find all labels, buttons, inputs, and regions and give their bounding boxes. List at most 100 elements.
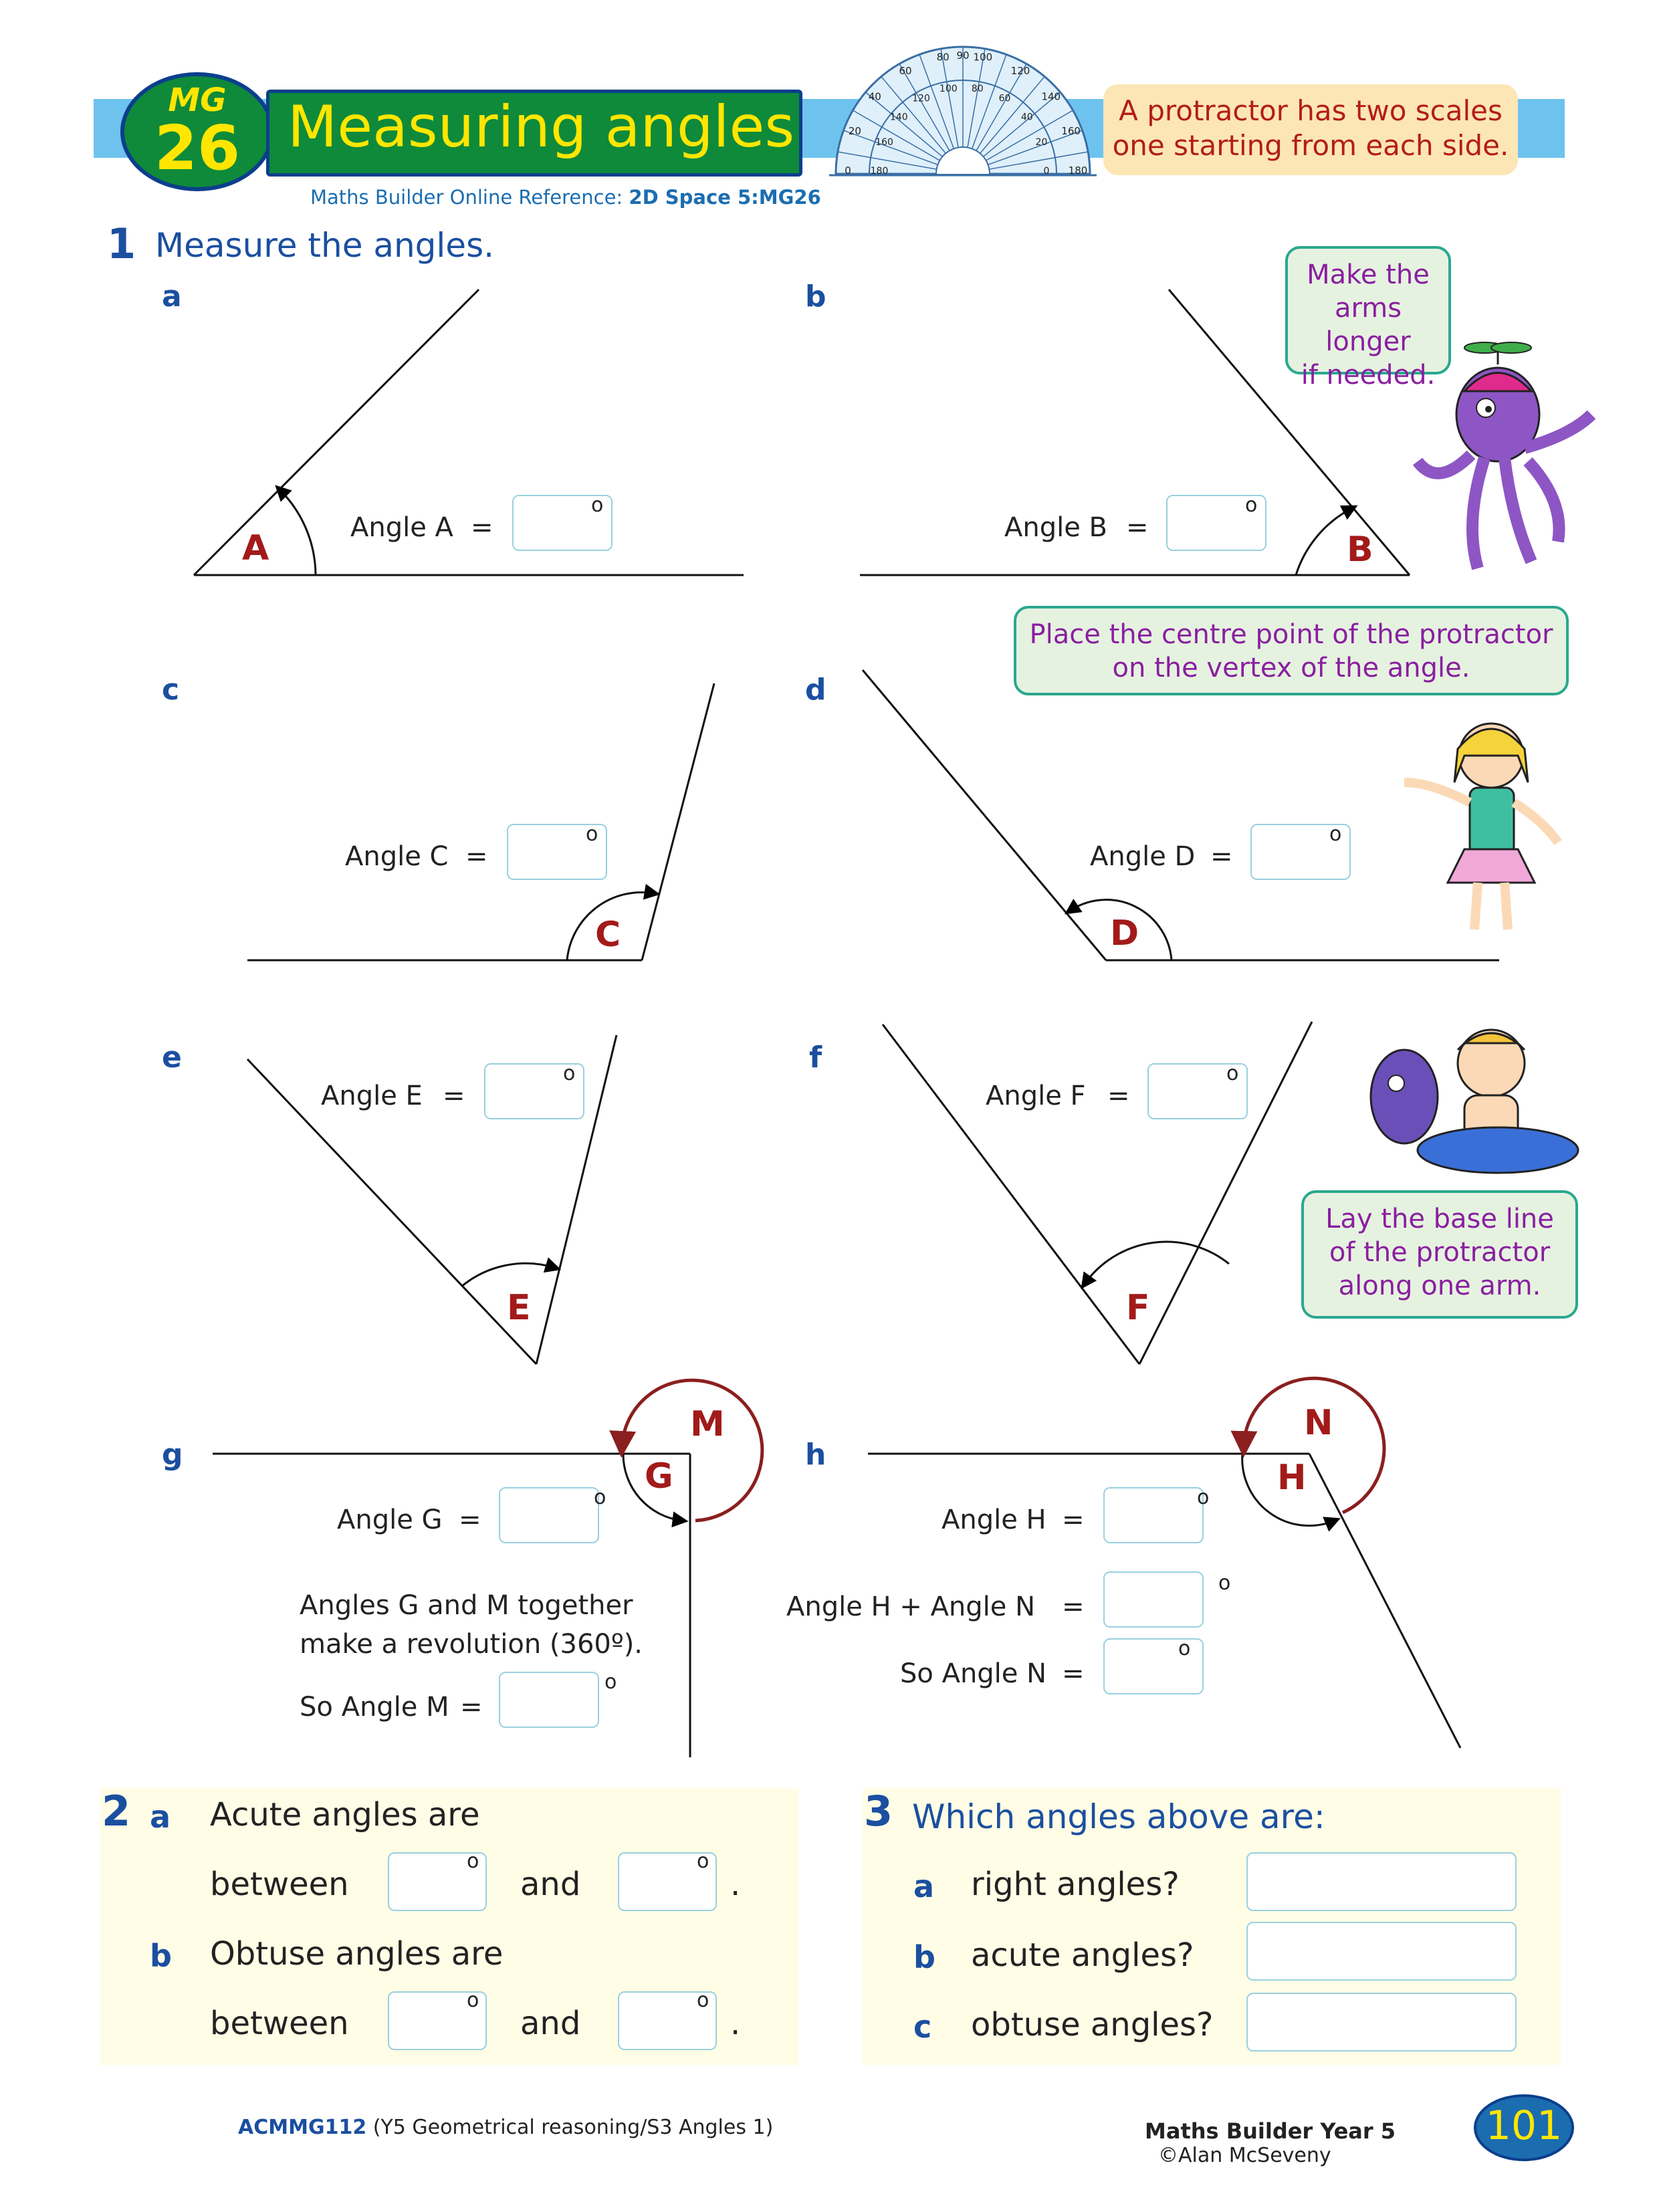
q2a-and: and xyxy=(520,1866,581,1903)
angle-e-answer-box[interactable] xyxy=(484,1063,584,1119)
copyright: ©Alan McSeveny xyxy=(1158,2144,1331,2167)
part-a-label: a xyxy=(162,280,182,314)
q3-number: 3 xyxy=(864,1787,893,1836)
q2b-lower-answer-box[interactable] xyxy=(388,1991,487,2050)
protractor-ray xyxy=(983,92,1061,157)
part-b-label: b xyxy=(805,280,826,314)
q2a-upper-degree: o xyxy=(697,1850,709,1873)
protractor-ray xyxy=(967,48,986,148)
q2a-between: between xyxy=(210,1866,349,1903)
angle-n-degree: o xyxy=(1178,1637,1191,1660)
tip-girl: Place the centre point of the protractor… xyxy=(1014,606,1569,695)
q2-number: 2 xyxy=(102,1787,131,1836)
angle-b-eq: = xyxy=(1126,512,1149,543)
angle-h-degree: o xyxy=(1197,1486,1210,1509)
q3b-label: b xyxy=(913,1939,935,1975)
angle-d-arms xyxy=(861,669,1499,962)
angle-m-letter: M xyxy=(690,1404,725,1444)
q3a-answer-box[interactable] xyxy=(1246,1852,1517,1911)
protractor-ray xyxy=(865,92,943,157)
q2b-upper-degree: o xyxy=(697,1989,709,2012)
angle-m-eq: = xyxy=(460,1692,483,1723)
badge-number: 26 xyxy=(154,112,241,184)
tip-boy: Lay the base line of the protractor alon… xyxy=(1301,1190,1578,1319)
angle-a-answer-box[interactable] xyxy=(512,495,613,551)
part-h-label: h xyxy=(805,1438,826,1472)
q2a-lower-answer-box[interactable] xyxy=(388,1852,487,1911)
angle-g-degree: o xyxy=(594,1486,606,1509)
curriculum-code: ACMMG112 xyxy=(238,2116,367,2139)
q2b-and: and xyxy=(520,2005,581,2042)
angle-b-letter: B xyxy=(1347,530,1373,570)
angle-m-reflex-arc xyxy=(609,1378,764,1523)
tip-girl-line1: Place the centre point of the protractor xyxy=(1029,619,1553,650)
protractor-outer-label: 180 xyxy=(1069,164,1088,177)
angle-a-arms xyxy=(193,288,744,576)
angle-d-letter: D xyxy=(1110,913,1139,954)
protractor-ray xyxy=(980,76,1045,154)
curriculum-reference: ACMMG112 (Y5 Geometrical reasoning/S3 An… xyxy=(238,2116,773,2139)
angle-f-degree: o xyxy=(1226,1062,1239,1085)
part-d-label: d xyxy=(805,673,826,707)
tip-boy-line3: along one arm. xyxy=(1338,1270,1541,1301)
protractor-ray xyxy=(919,54,955,149)
protractor-ray xyxy=(837,151,937,170)
protractor-inner-label: 120 xyxy=(912,94,930,104)
angle-b-prompt: Angle B xyxy=(1004,512,1107,543)
protractor-outer-label: 0 xyxy=(845,164,851,177)
q2b-upper-answer-box[interactable] xyxy=(618,1991,717,2050)
q2b-text: Obtuse angles are xyxy=(210,1935,504,1973)
angle-m-degree: o xyxy=(604,1670,617,1694)
angle-n-answer-box[interactable] xyxy=(1103,1638,1204,1694)
angle-e-arms xyxy=(246,1034,618,1365)
protractor-ray xyxy=(971,54,1007,149)
angle-hn-sum-degree: o xyxy=(1218,1571,1231,1595)
angle-m-answer-box[interactable] xyxy=(499,1672,599,1728)
angle-f-answer-box[interactable] xyxy=(1147,1063,1248,1119)
q3c-answer-box[interactable] xyxy=(1246,1993,1517,2052)
protractor-outer-label: 40 xyxy=(869,90,881,102)
protractor-ray xyxy=(899,64,950,151)
protractor-ray xyxy=(940,48,959,148)
angle-c-answer-box[interactable] xyxy=(507,824,607,880)
q2b-label: b xyxy=(150,1938,172,1974)
tip-boy-line1: Lay the base line xyxy=(1325,1204,1554,1234)
q3a-label: a xyxy=(913,1868,935,1904)
angle-hn-sum-answer-box[interactable] xyxy=(1103,1571,1204,1628)
tip-octopus-line1: Make the xyxy=(1307,259,1430,290)
angle-b-degree: o xyxy=(1245,493,1258,517)
protractor-ray xyxy=(853,110,940,161)
protractor-ray xyxy=(881,76,946,154)
angle-d-answer-box[interactable] xyxy=(1250,824,1351,880)
protractor-inner-label: 20 xyxy=(1036,137,1048,148)
angle-h-prompt: Angle H xyxy=(942,1505,1046,1535)
angle-n-prompt: So Angle N xyxy=(900,1658,1047,1689)
q3b-answer-box[interactable] xyxy=(1246,1922,1517,1981)
q2a-upper-answer-box[interactable] xyxy=(618,1852,717,1911)
angle-b-answer-box[interactable] xyxy=(1166,495,1266,551)
page-title: Measuring angles xyxy=(288,94,795,160)
angle-g-prompt: Angle G xyxy=(337,1505,443,1535)
angle-h-answer-box[interactable] xyxy=(1103,1487,1204,1543)
octopus-icon xyxy=(1412,342,1596,570)
protractor-inner-label: 0 xyxy=(1044,166,1050,177)
tip-octopus-line2: arms longer xyxy=(1325,293,1411,357)
online-reference: Maths Builder Online Reference: 2D Space… xyxy=(310,186,821,209)
part-f-label: f xyxy=(809,1040,822,1075)
protractor-note xyxy=(1103,84,1518,175)
badge-mg: MG xyxy=(168,82,227,119)
angle-g-answer-box[interactable] xyxy=(499,1487,599,1543)
angle-f-prompt: Angle F xyxy=(986,1081,1086,1111)
angle-n-reflex-arc xyxy=(1230,1376,1386,1515)
q2a-lower-degree: o xyxy=(467,1850,479,1873)
q3c-text: obtuse angles? xyxy=(971,2006,1214,2043)
q1-number: 1 xyxy=(107,219,136,268)
angle-hn-sum-eq: = xyxy=(1062,1591,1085,1622)
angle-c-prompt: Angle C xyxy=(345,841,449,872)
protractor-inner-label: 80 xyxy=(972,84,984,94)
angle-a-letter: A xyxy=(242,528,269,568)
part-e-label: e xyxy=(162,1040,182,1075)
angle-h-eq: = xyxy=(1062,1505,1085,1535)
